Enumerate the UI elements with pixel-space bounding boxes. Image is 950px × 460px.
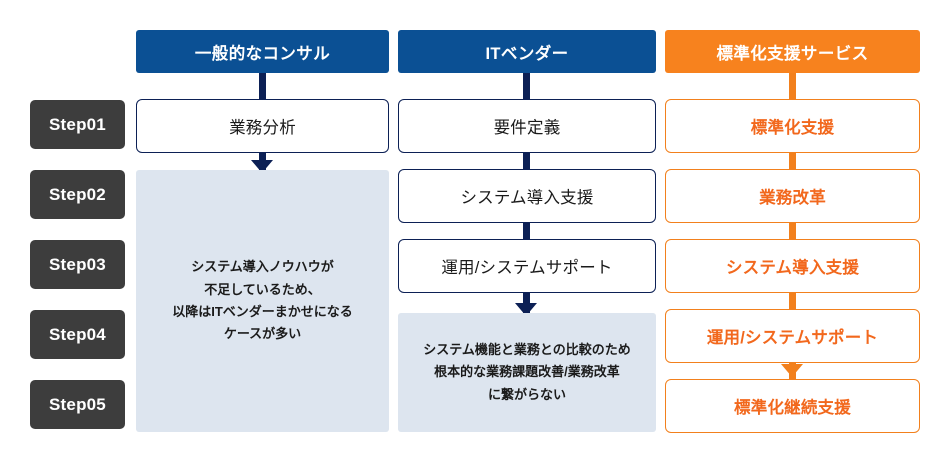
step-chip-step05: Step05 — [30, 380, 125, 429]
process-box-col3-step02: 業務改革 — [665, 169, 920, 223]
callout-col1-general-consulting: システム導入ノウハウが 不足しているため、 以降はITベンダーまかせになる ケー… — [136, 170, 389, 432]
column-header-standardization-support-service: 標準化支援サービス — [665, 30, 920, 73]
column-header-general-consulting: 一般的なコンサル — [136, 30, 389, 73]
connector-col3-step03-to-step04 — [789, 292, 796, 310]
process-box-col3-step01: 標準化支援 — [665, 99, 920, 153]
callout-col2-it-vendor: システム機能と業務との比較のため 根本的な業務課題改善/業務改革 に繋がらない — [398, 313, 656, 432]
connector-col2-step02-to-step03 — [523, 222, 530, 240]
step-chip-label: Step01 — [49, 114, 106, 134]
connector-col3-step02-to-step03 — [789, 222, 796, 240]
connector-col3-step01-to-step02 — [789, 152, 796, 170]
step-chip-label: Step04 — [49, 324, 106, 344]
process-box-label: システム導入支援 — [725, 259, 860, 277]
step-chip-step02: Step02 — [30, 170, 125, 219]
process-box-col1-step01: 業務分析 — [136, 99, 389, 153]
arrowhead-col3-down-icon — [781, 364, 803, 377]
step-chip-step04: Step04 — [30, 310, 125, 359]
callout-line: 以降はITベンダーまかせになる — [172, 304, 353, 319]
step-chip-step01: Step01 — [30, 100, 125, 149]
arrowhead-col2-down-icon — [515, 303, 537, 316]
process-box-col3-step03: システム導入支援 — [665, 239, 920, 293]
callout-line: システム導入ノウハウが — [191, 259, 334, 275]
process-box-label: 運用/システムサポート — [706, 329, 879, 347]
process-box-label: 標準化支援 — [750, 119, 835, 137]
process-box-col2-step01: 要件定義 — [398, 99, 656, 153]
callout-line: 根本的な業務課題改善/業務改革 — [434, 364, 620, 380]
process-box-col3-step04: 運用/システムサポート — [665, 309, 920, 363]
callout-line: ケースが多い — [223, 326, 302, 342]
column-header-it-vendor: ITベンダー — [398, 30, 656, 73]
arrowhead-col1-down-icon — [251, 160, 273, 173]
process-box-label: 業務改革 — [759, 189, 826, 207]
process-box-label: 業務分析 — [229, 119, 296, 137]
callout-line: に繋がらない — [487, 386, 566, 402]
column-header-label: ITベンダー — [485, 44, 569, 63]
process-box-label: 標準化継続支援 — [734, 399, 851, 417]
column-header-label: 標準化支援サービス — [716, 44, 869, 63]
step-chip-label: Step05 — [49, 394, 106, 414]
column-header-label: 一般的なコンサル — [194, 44, 331, 63]
connector-col2-header-to-step01 — [523, 73, 530, 101]
connector-col1-header-to-step01 — [259, 73, 266, 101]
step-chip-step03: Step03 — [30, 240, 125, 289]
callout-line: 不足しているため、 — [204, 281, 321, 297]
connector-col3-header-to-step01 — [789, 73, 796, 101]
process-box-label: 運用/システムサポート — [441, 259, 613, 277]
connector-col2-step01-to-step02 — [523, 152, 530, 170]
callout-line: システム機能と業務との比較のため — [423, 341, 631, 357]
process-box-col3-step05: 標準化継続支援 — [665, 379, 920, 433]
step-chip-label: Step03 — [49, 254, 106, 274]
process-box-col2-step03: 運用/システムサポート — [398, 239, 656, 293]
step-chip-label: Step02 — [49, 184, 106, 204]
process-box-label: 要件定義 — [493, 119, 561, 137]
process-box-label: システム導入支援 — [460, 189, 594, 207]
process-box-col2-step02: システム導入支援 — [398, 169, 656, 223]
